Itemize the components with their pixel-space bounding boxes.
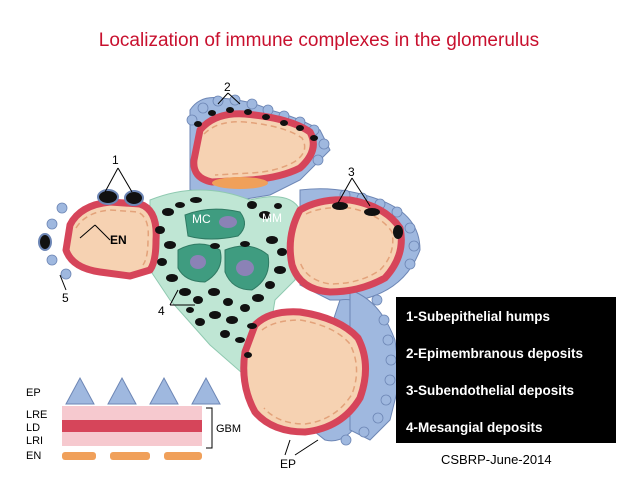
inset-label-ld: LD [26, 422, 40, 434]
label-en: EN [110, 233, 127, 247]
label-5: 5 [62, 291, 69, 305]
inset-lri [62, 432, 202, 446]
inset-ep-bumps [65, 376, 221, 405]
gbm-inset: EP LRE LD LRI EN GBM [26, 376, 241, 462]
legend-item-3: 3-Subendothelial deposits [406, 383, 575, 398]
mesangial-deposits [155, 197, 287, 358]
legend-item-1: 1-Subepithelial humps [406, 309, 551, 324]
inset-label-gbm: GBM [216, 423, 241, 435]
inset-ld [62, 420, 202, 432]
legend-box: 1-Subepithelial humps 2-Epimembranous de… [396, 297, 616, 443]
legend-item-2: 2-Epimembranous deposits [406, 346, 584, 361]
capillary-loop-top [190, 110, 317, 186]
subepithelial-humps [38, 189, 144, 251]
endothelial-cell [212, 177, 268, 189]
inset-label-lre: LRE [26, 409, 47, 421]
capillary-loop-bottom [240, 308, 369, 436]
footer-credit: CSBRP-June-2014 [441, 452, 552, 467]
subendothelial-deposits [332, 202, 403, 239]
label-mm: MM [262, 211, 282, 225]
inset-lre [62, 406, 202, 420]
legend-item-4: 4-Mesangial deposits [406, 420, 543, 435]
capillary-loops [62, 110, 405, 436]
inset-label-en: EN [26, 450, 41, 462]
label-mc: MC [192, 212, 211, 226]
capillary-loop-left [62, 198, 160, 280]
label-3: 3 [348, 165, 355, 179]
inset-en-cells [62, 452, 202, 460]
capillary-loop-right [286, 196, 405, 296]
label-4: 4 [158, 304, 165, 318]
inset-label-lri: LRI [26, 435, 43, 447]
label-1: 1 [112, 153, 119, 167]
epimembranous-deposits [194, 107, 318, 141]
label-ep: EP [280, 457, 296, 471]
mesangial-nuclei [190, 216, 254, 276]
leader-lines [59, 92, 371, 456]
inset-label-ep: EP [26, 387, 41, 399]
podocyte-bumps [40, 94, 420, 446]
label-2: 2 [224, 80, 231, 94]
page-title: Localization of immune complexes in the … [98, 30, 540, 51]
